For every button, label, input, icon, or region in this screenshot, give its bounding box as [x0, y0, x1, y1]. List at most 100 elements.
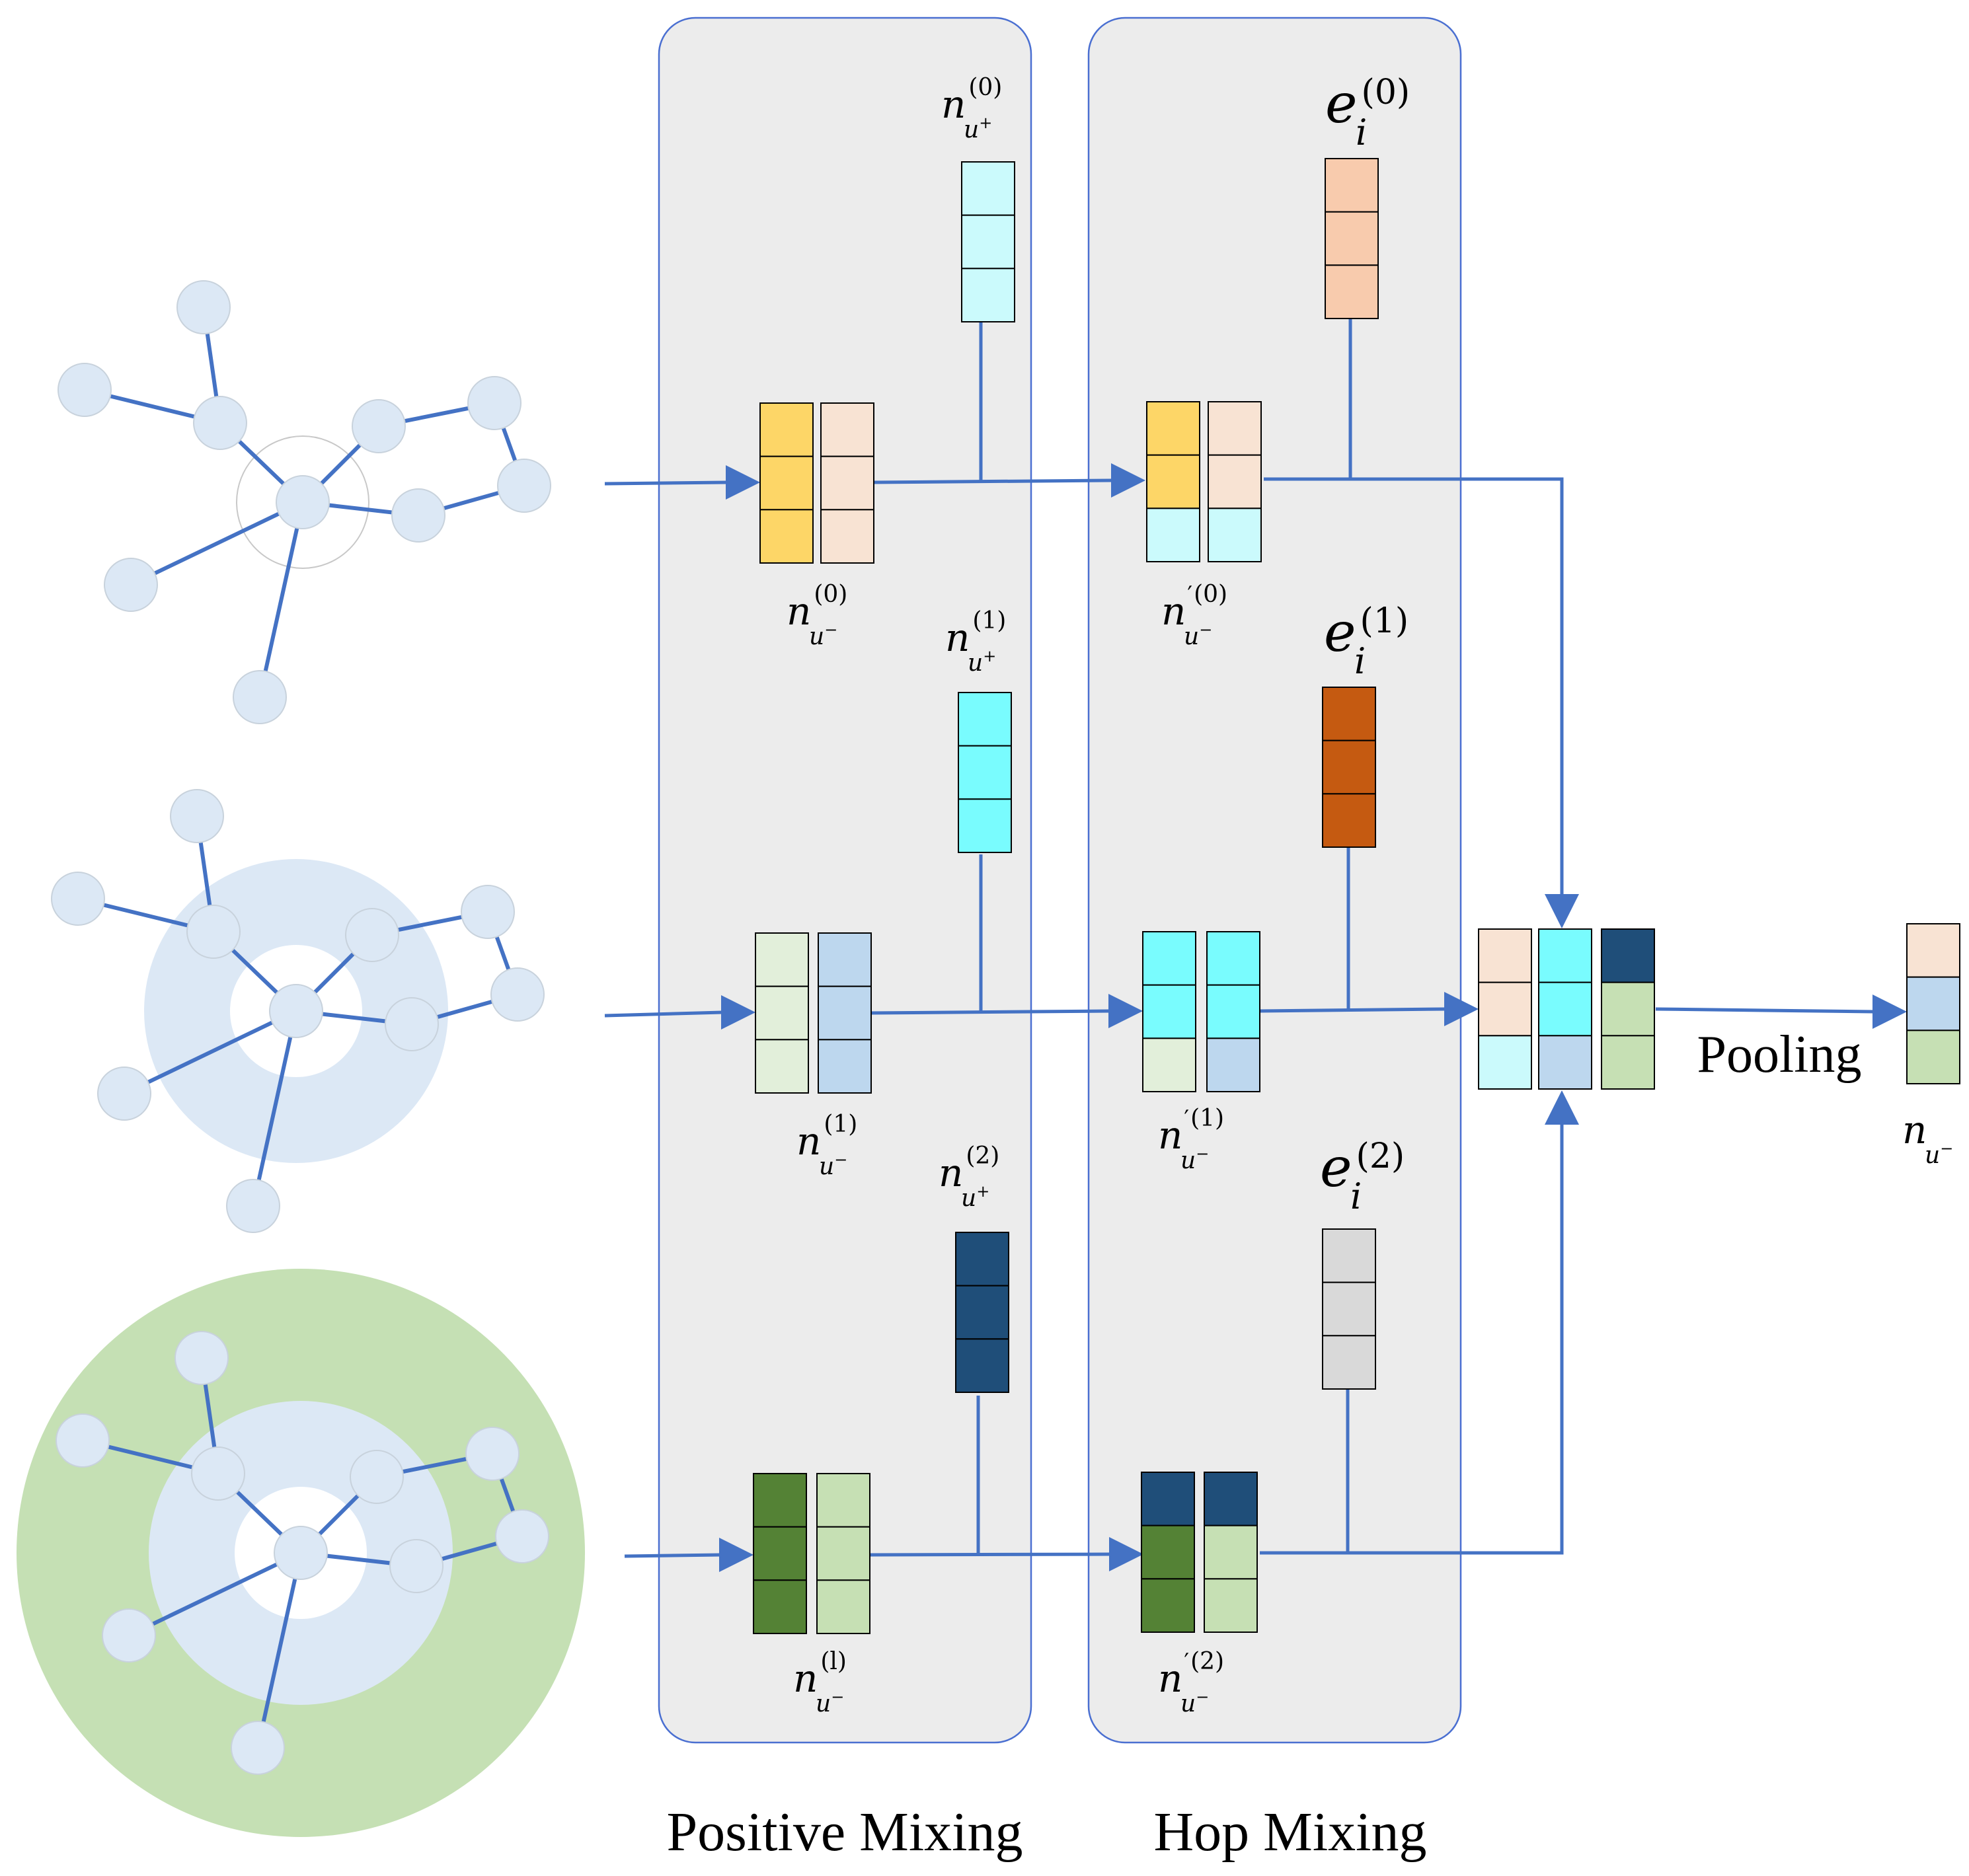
top-route — [1264, 477, 1564, 895]
neighborhood-graphs — [17, 280, 585, 1837]
graph-edge — [251, 1010, 298, 1207]
vector-cell — [1204, 1578, 1258, 1633]
vector-cell — [816, 1579, 870, 1634]
label-e-i-0: e(0)i — [1325, 73, 1410, 153]
graph-node — [193, 396, 247, 450]
vector-cell — [1204, 1472, 1258, 1526]
embedding-vectors — [753, 158, 1960, 1634]
vector-cell — [1146, 401, 1200, 456]
vector-cell — [955, 1232, 1009, 1287]
label-e-i-1: e(1)i — [1324, 601, 1409, 682]
mix-arrowhead-2 — [1109, 1537, 1143, 1571]
mix-arrow-1 — [869, 1009, 1110, 1015]
graph-node — [104, 558, 158, 612]
vector-cell — [1142, 931, 1196, 986]
mix-arrow-2 — [869, 1552, 1111, 1557]
vector-n-u-minus-l-b — [816, 1473, 870, 1634]
graph-hop-2 — [17, 1269, 585, 1837]
vector-n-u-plus-1 — [958, 692, 1012, 854]
graph-node — [102, 1608, 156, 1663]
vector-n-u-minus-1-a — [755, 932, 809, 1094]
vector-cell — [1601, 1035, 1655, 1090]
vector-cell — [1322, 1281, 1376, 1337]
center-node — [274, 1526, 328, 1580]
vector-cell — [753, 1473, 807, 1528]
vector-n-u-minus-0-b — [820, 402, 874, 564]
vector-cell — [1322, 1335, 1376, 1390]
vector-cell — [759, 509, 814, 564]
graph-node — [465, 1427, 520, 1481]
vector-n-u-minus-1-b — [818, 932, 872, 1094]
vector-cell — [1601, 981, 1655, 1037]
vector-e-i-1 — [1322, 687, 1376, 848]
vector-cell — [1146, 507, 1200, 562]
vector-pooled-output — [1906, 923, 1960, 1085]
graph-node — [58, 363, 112, 417]
positive-mixing-label: Positive Mixing — [666, 1801, 1023, 1863]
input-arrowhead-2 — [719, 1538, 753, 1572]
vector-cell — [1206, 931, 1260, 986]
graph-edge — [258, 502, 305, 698]
vector-e-i-0 — [1325, 158, 1379, 320]
vector-cell — [1478, 1035, 1532, 1090]
graph-node — [174, 1331, 229, 1385]
math-labels: n(0)u+n(0)u−n(1)u+n(1)u−n(2)u+n(l)u−n′(0… — [787, 73, 1953, 1717]
vector-cell — [1478, 981, 1532, 1037]
center-node — [269, 984, 323, 1038]
label-n-prime-2: n′(2)u− — [1158, 1648, 1224, 1717]
vector-cell — [955, 1338, 1009, 1394]
graph-edge — [256, 1552, 303, 1748]
graph-node — [231, 1721, 285, 1775]
vector-cell — [820, 509, 874, 564]
vector-cell — [816, 1473, 870, 1528]
vector-cell — [1322, 687, 1376, 741]
hop-mixing-label: Hop Mixing — [1153, 1801, 1426, 1863]
label-n-u-plus-2: n(2)u+ — [939, 1143, 999, 1212]
vector-concat-c — [1601, 928, 1655, 1090]
bottom-route-arrowhead — [1545, 1090, 1579, 1125]
vector-cell — [1146, 454, 1200, 509]
input-arrow-0 — [604, 480, 728, 486]
graph-node — [233, 670, 287, 724]
graph-edge — [128, 1551, 302, 1637]
vector-cell — [755, 932, 809, 987]
input-arrow-2 — [624, 1553, 721, 1558]
label-e-i-2: e(2)i — [1320, 1137, 1405, 1217]
vector-cell — [1204, 1524, 1258, 1580]
vector-cell — [1325, 158, 1379, 213]
vector-cell — [753, 1579, 807, 1634]
vector-cell — [1322, 793, 1376, 848]
label-n-prime-1: n′(1)u− — [1158, 1105, 1224, 1174]
label-n-u-plus-1: n(1)u+ — [945, 607, 1006, 677]
graph-node — [391, 488, 445, 543]
vector-cell — [1906, 923, 1960, 978]
vector-n-prime-0-a — [1146, 401, 1200, 562]
graph-node — [497, 459, 551, 513]
vector-cell — [1538, 928, 1592, 983]
vector-cell — [759, 402, 814, 457]
vector-n-u-plus-2 — [955, 1232, 1009, 1394]
middle-route-arrowhead — [1444, 992, 1479, 1026]
graph-node — [170, 789, 224, 843]
input-arrowhead-1 — [721, 995, 755, 1030]
bottom-route — [1260, 1123, 1564, 1555]
vector-n-u-minus-0-a — [759, 402, 814, 564]
top-route-arrowhead — [1545, 894, 1579, 928]
vector-cell — [1322, 1228, 1376, 1283]
label-n-u-minus-0: n(0)u− — [787, 581, 847, 650]
label-n-prime-0: n′(0)u− — [1161, 581, 1227, 650]
mix-arrowhead-0 — [1111, 463, 1145, 498]
graph-node — [191, 1446, 245, 1501]
vector-cell — [816, 1526, 870, 1581]
graph-edge — [130, 500, 304, 587]
label-n-u-minus-l: n(l)u− — [793, 1648, 847, 1717]
graph-node — [350, 1450, 404, 1504]
vector-cell — [961, 161, 1015, 216]
connector-lines — [604, 319, 1907, 1572]
graph-node — [467, 376, 521, 430]
graph-node — [345, 908, 399, 962]
vector-cell — [1206, 1037, 1260, 1093]
vector-cell — [1538, 1035, 1592, 1090]
